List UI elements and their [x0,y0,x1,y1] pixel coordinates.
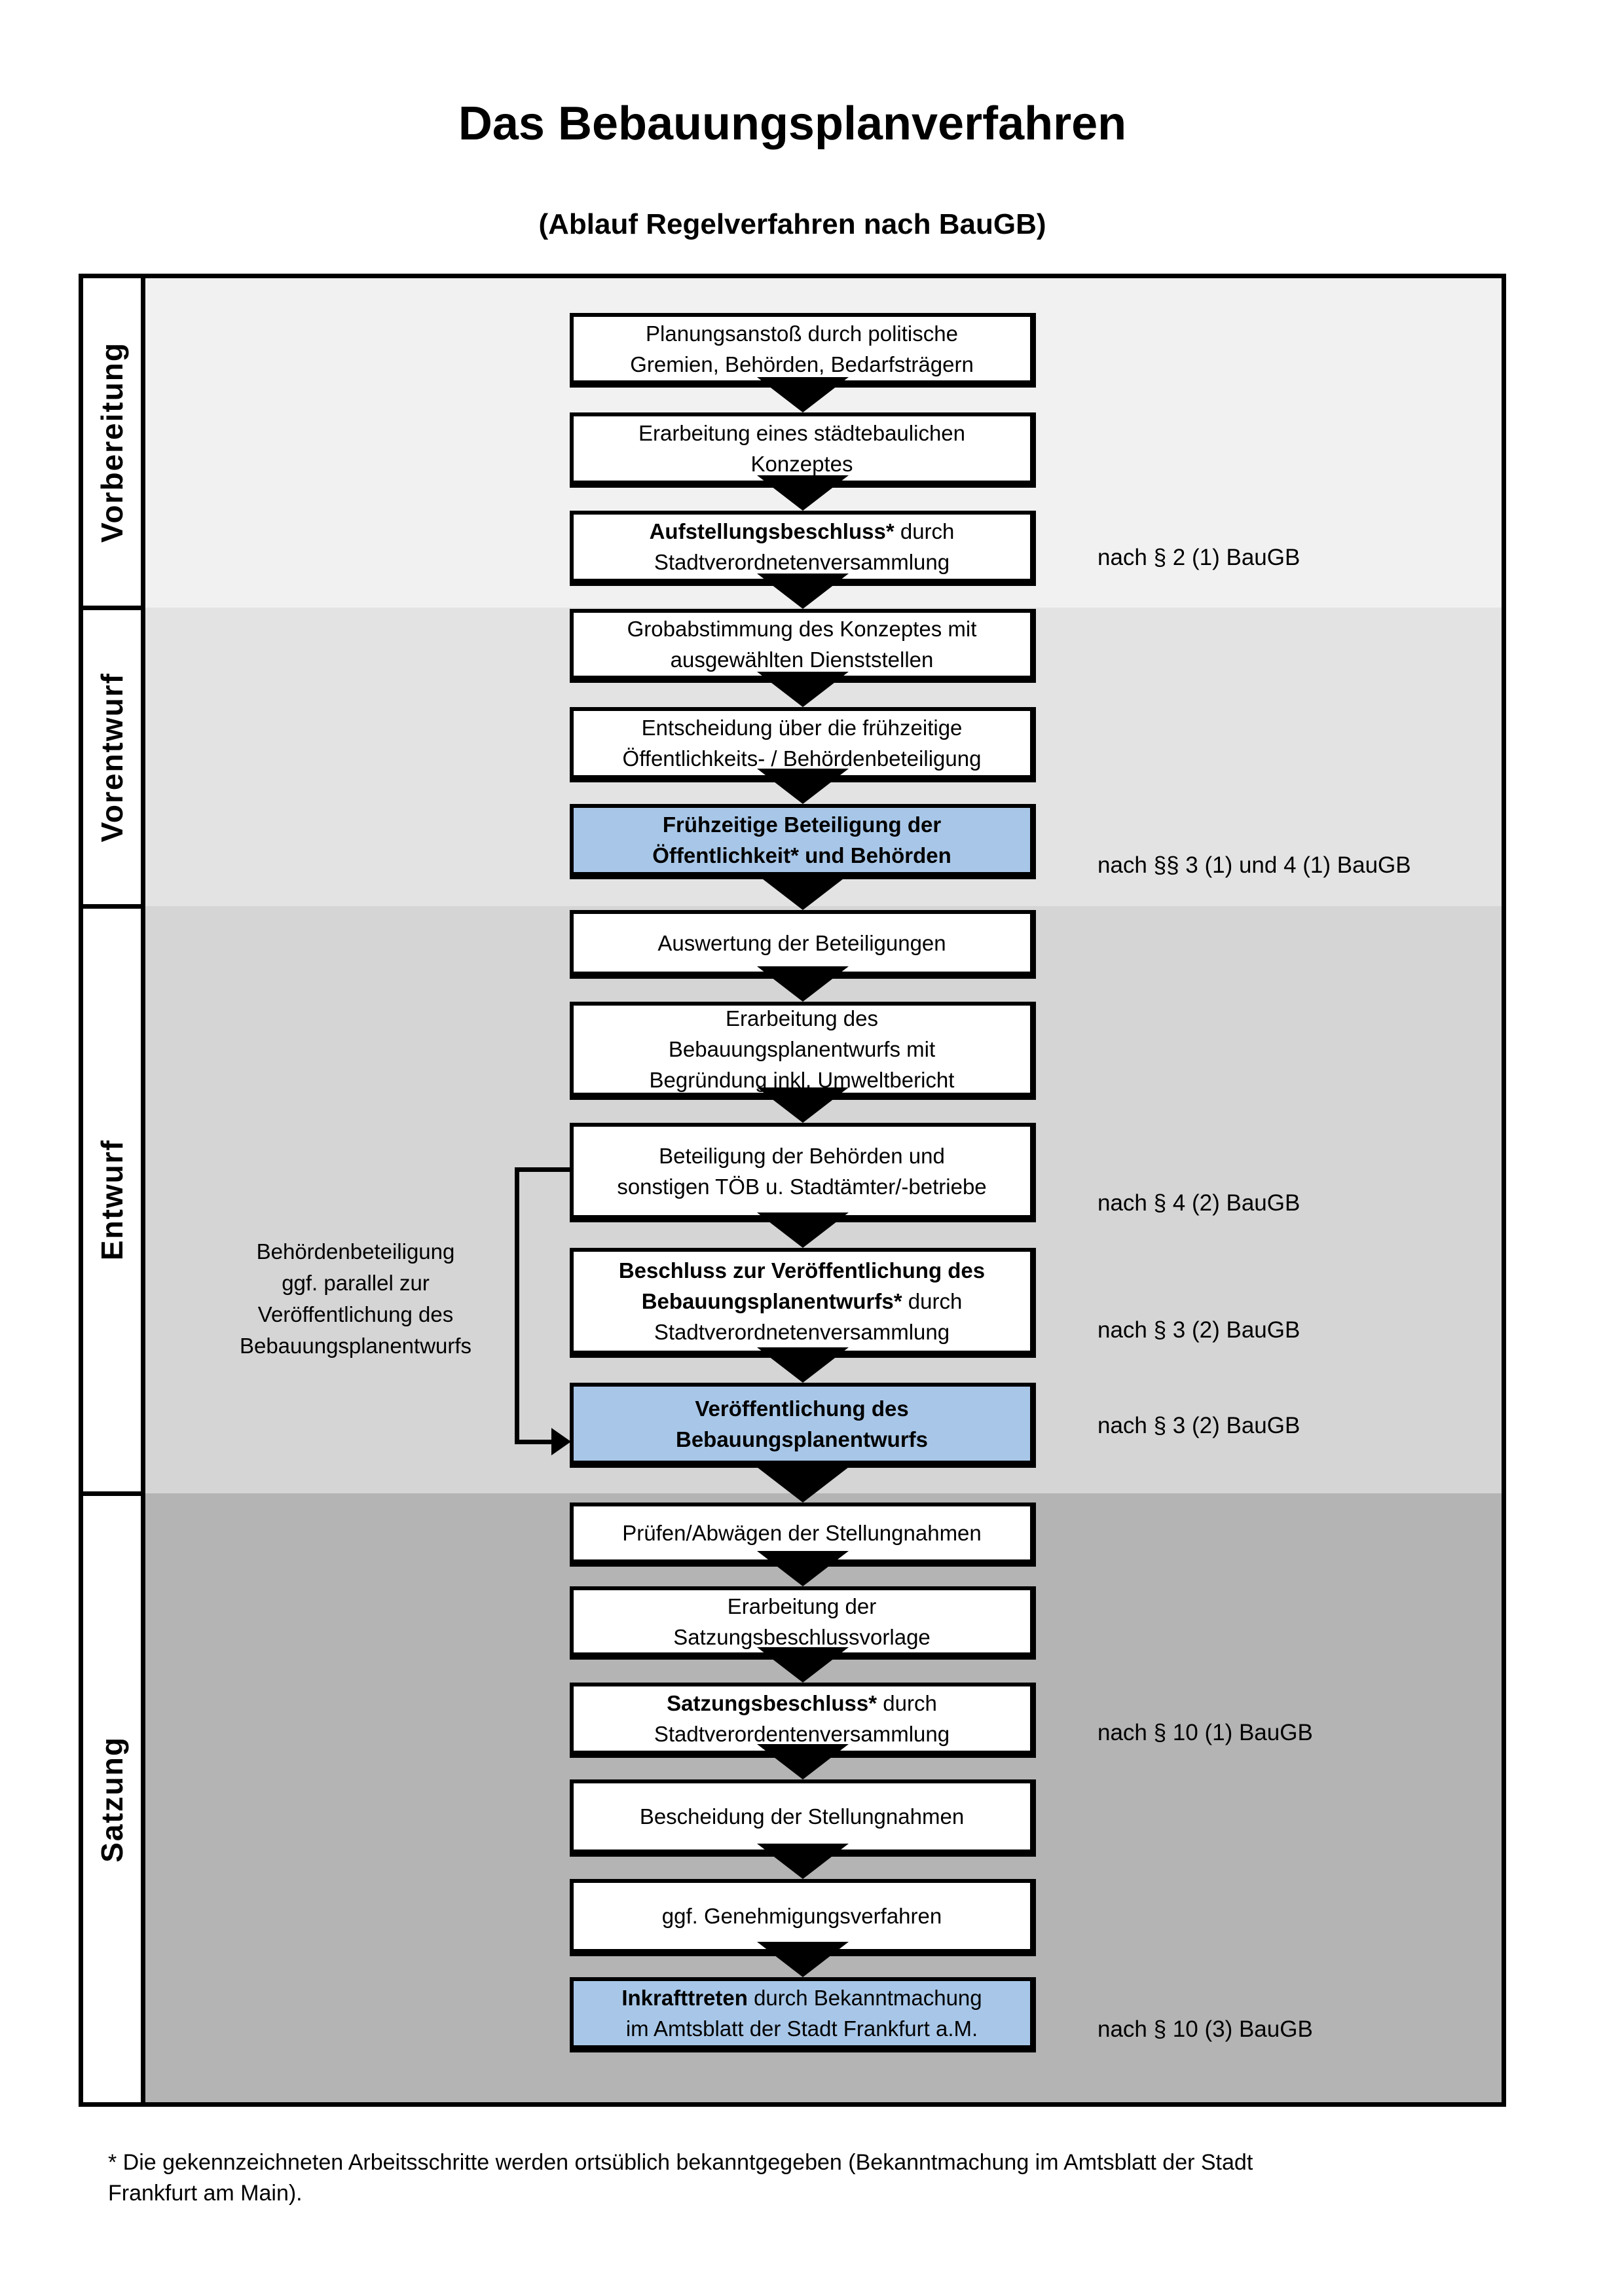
label-column-divider [141,278,145,2102]
flow-box-beschluss-veroeffentlichung: Beschluss zur Veröffentlichung des Bebau… [570,1248,1036,1358]
arrow-down-icon [757,966,849,1002]
page-title: Das Bebauungsplanverfahren [458,98,1127,150]
box-text-line: Bebauungsplanentwurfs [675,1427,929,1451]
arrow-down-icon [757,574,849,609]
box-text-line: ggf. Genehmigungsverfahren [661,1904,942,1928]
box-text-line: im Amtsblatt der Stadt Frankfurt a.M. [625,2016,978,2041]
box-text-line: Entscheidung über die frühzeitige [641,716,963,740]
box-text-line: sonstigen TÖB u. Stadtämter/-betriebe [617,1174,987,1199]
law-ref-veroeffentlichung: nach § 3 (2) BauGB [1098,1413,1301,1438]
box-text-line: Bebauungsplanentwurfs* durch [574,1286,1030,1317]
box-text-bold: Inkrafttreten [621,1986,748,2010]
box-text-line: Öffentlichkeits- / Behördenbeteiligung [622,746,982,771]
phase-label-satzung: Satzung [83,1496,141,2102]
box-text-rest: durch [902,1289,963,1313]
side-note-line: Veröffentlichung des [257,1302,454,1326]
arrow-down-icon [757,475,849,511]
box-text-line: Satzungsbeschluss* durch [574,1688,1030,1719]
arrow-down-icon [757,1087,849,1123]
box-text-line: Erarbeitung der [727,1594,877,1618]
arrow-down-icon [757,1212,849,1248]
box-text-line: Aufstellungsbeschluss* durch [574,516,1030,547]
box-text-line: Inkrafttreten durch Bekanntmachung [574,1982,1030,2013]
phase-divider [83,904,141,909]
box-text-line: Beteiligung der Behörden und [659,1143,945,1168]
phase-divider [83,1491,141,1496]
law-ref-beteiligung-behoerden: nach § 4 (2) BauGB [1098,1190,1301,1216]
box-text-line: Auswertung der Beteiligungen [657,930,946,955]
flow-box-veroeffentlichung: Veröffentlichung des Bebauungsplanentwur… [570,1383,1036,1468]
footnote: * Die gekennzeichneten Arbeitsschritte w… [108,2147,1522,2209]
connector-line [515,1167,519,1444]
box-text-rest: durch Bekanntmachung [747,1986,982,2010]
phase-label-vorentwurf: Vorentwurf [83,610,141,904]
side-note-line: ggf. parallel zur [282,1271,430,1295]
box-text-bold: Bebauungsplanentwurfs* [641,1289,902,1313]
flow-box-fruehzeitige-beteiligung: Frühzeitige Beteiligung der Öffentlichke… [570,804,1036,879]
arrow-down-icon [757,1467,849,1503]
arrow-down-icon [757,377,849,412]
connector-arrow-right-icon [551,1428,571,1455]
footnote-line: * Die gekennzeichneten Arbeitsschritte w… [108,2150,1253,2175]
box-text-bold: Satzungsbeschluss* [667,1691,877,1715]
box-text-line: ausgewählten Dienststellen [670,647,934,672]
flow-box-erarbeitung-entwurf: Erarbeitung des Bebauungsplanentwurfs mi… [570,1002,1036,1100]
box-text-line: Erarbeitung eines städtebaulichen [638,421,965,445]
connector-line [515,1440,554,1444]
flow-box-pruefen: Prüfen/Abwägen der Stellungnahmen [570,1503,1036,1567]
box-text-rest: durch [894,519,955,543]
arrow-down-icon [757,1647,849,1683]
law-ref-inkrafttreten: nach § 10 (3) BauGB [1098,2016,1313,2042]
box-text-line: Gremien, Behörden, Bedarfsträgern [630,352,974,376]
box-text-line: Bescheidung der Stellungnahmen [639,1804,965,1829]
law-ref-beschluss-veroeffentlichung: nach § 3 (2) BauGB [1098,1317,1301,1343]
flow-box-inkrafttreten: Inkrafttreten durch Bekanntmachung im Am… [570,1977,1036,2052]
side-note: Behördenbeteiligung ggf. parallel zur Ve… [215,1236,496,1362]
arrow-down-icon [757,1844,849,1879]
box-text-line: Grobabstimmung des Konzeptes mit [627,617,977,641]
arrow-down-icon [757,672,849,707]
connector-line [515,1167,570,1172]
box-text-line: Beschluss zur Veröffentlichung des [618,1258,986,1283]
arrow-down-icon [757,1551,849,1586]
box-text-line: Öffentlichkeit* und Behörden [652,843,951,867]
box-text-line: Planungsanstoß durch politische [646,321,958,346]
phase-label-text: Entwurf [95,1139,129,1261]
box-text-line: Bebauungsplanentwurfs mit [668,1037,936,1061]
phase-label-text: Satzung [95,1736,129,1863]
footnote-line: Frankfurt am Main). [108,2181,303,2206]
box-text-line: Veröffentlichung des [695,1396,909,1421]
box-text-line: Prüfen/Abwägen der Stellungnahmen [622,1521,982,1545]
law-ref-fruehzeitige-beteiligung: nach §§ 3 (1) und 4 (1) BauGB [1098,852,1411,878]
box-text-line: Stadtverordnetenversammlung [654,1320,950,1344]
box-text-rest: durch [877,1691,937,1715]
arrow-down-icon [757,1744,849,1779]
box-text-line: Stadtverordentenversammlung [654,1722,950,1746]
side-note-line: Behördenbeteiligung [256,1239,455,1264]
arrow-down-icon [757,875,849,910]
law-ref-satzungsbeschluss: nach § 10 (1) BauGB [1098,1720,1313,1745]
box-text-line: Frühzeitige Beteiligung der [662,812,942,837]
phase-label-text: Vorbereitung [95,341,129,543]
box-text-bold: Aufstellungsbeschluss* [649,519,895,543]
arrow-down-icon [757,1347,849,1383]
phase-divider [83,606,141,610]
box-text-line: Erarbeitung des [726,1006,878,1030]
arrow-down-icon [757,1942,849,1977]
arrow-down-icon [757,769,849,804]
phase-label-text: Vorentwurf [95,672,129,843]
box-text-line: Satzungsbeschlussvorlage [673,1624,931,1649]
flow-box-beteiligung-behoerden: Beteiligung der Behörden und sonstigen T… [570,1123,1036,1222]
phase-label-entwurf: Entwurf [83,909,141,1491]
side-note-line: Bebauungsplanentwurfs [239,1334,472,1358]
box-text-line: Konzeptes [750,452,853,476]
box-text-line: Stadtverordnetenversammlung [654,550,950,574]
law-ref-aufstellungsbeschluss: nach § 2 (1) BauGB [1098,545,1301,570]
page-subtitle: (Ablauf Regelverfahren nach BauGB) [538,208,1046,240]
phase-label-vorbereitung: Vorbereitung [83,278,141,606]
flow-box-planungsanstoss: Planungsanstoß durch politische Gremien,… [570,313,1036,388]
